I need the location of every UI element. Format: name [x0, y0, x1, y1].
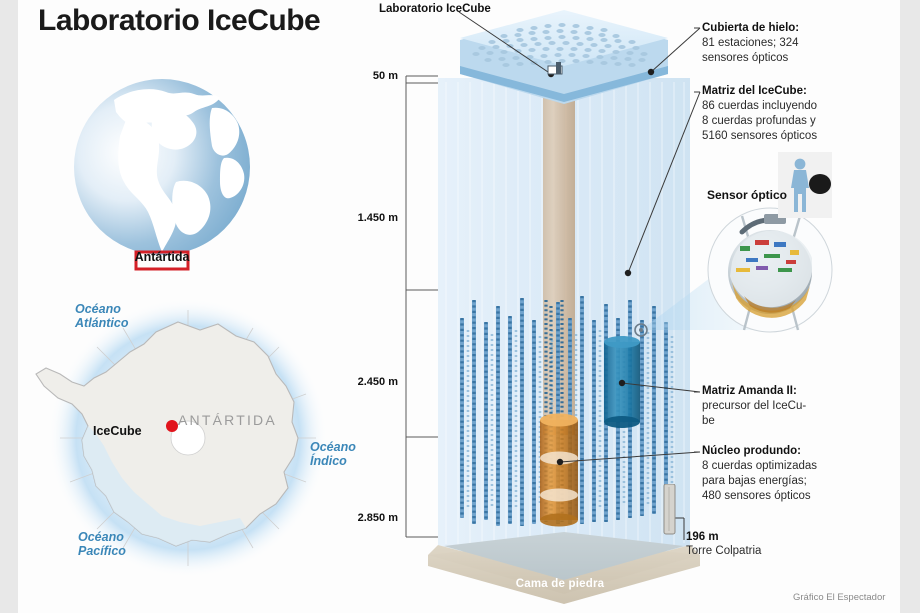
- depth-scale: [405, 75, 438, 538]
- annotation-icecube-array: Matriz del IceCube: 86 cuerdas incluyend…: [702, 84, 842, 144]
- amanda-cylinder: [604, 336, 640, 428]
- globe-illustration: [62, 62, 262, 277]
- page-title: Laboratorio IceCube: [38, 4, 321, 37]
- annotation-body: 86 cuerdas incluyendo 8 cuerdas profunda…: [702, 100, 818, 142]
- depth-tick-label-0: 50 m: [372, 70, 398, 82]
- bedrock: [428, 532, 700, 604]
- antarctica-highlight-box: [134, 250, 190, 271]
- sensor-detail-label: Sensor óptico: [707, 188, 788, 202]
- map-site-label: IceCube: [93, 424, 142, 438]
- optical-sensor-detail: [707, 207, 833, 333]
- scale-marker-value: 196 m: [686, 531, 719, 543]
- annotation-body: 8 cuerdas optimizadas para bajas energía…: [702, 460, 818, 502]
- ice-cap: [460, 10, 668, 104]
- annotation-heading: Matriz Amanda II:: [702, 385, 797, 397]
- annotation-deep-core: Núcleo produndo: 8 cuerdas optimizadas p…: [702, 444, 842, 504]
- depth-tick-label-1: 1.450 m: [357, 212, 398, 224]
- annotation-heading: Matriz del IceCube:: [702, 85, 807, 97]
- credit-text: Gráfico El Espectador: [793, 592, 886, 603]
- annotation-ice-cap: Cubierta de hielo: 81 estaciones; 324 se…: [702, 21, 842, 66]
- annotation-body: 81 estaciones; 324 sensores ópticos: [702, 37, 799, 65]
- globe-caption: Antártida: [134, 250, 190, 264]
- colpatria-tower-icon: [663, 484, 676, 535]
- annotation-body: precursor del IceCu- be: [702, 400, 807, 428]
- human-scale-box: [778, 152, 832, 218]
- icecube-site-dot: [166, 420, 178, 432]
- deep-core-cylinder: [540, 413, 578, 527]
- ice-cap-station-dots: [472, 23, 648, 67]
- lab-building-icon: [547, 62, 563, 75]
- depth-tick-label-3: 2.850 m: [357, 512, 398, 524]
- bedrock-label: Cama de piedra: [515, 578, 605, 590]
- scale-marker-name: Torre Colpatria: [686, 545, 762, 557]
- annotation-heading: Núcleo produndo:: [702, 445, 802, 457]
- annotation-heading: Cubierta de hielo:: [702, 22, 800, 34]
- annotation-amanda: Matriz Amanda II: precursor del IceCu- b…: [702, 384, 842, 429]
- depth-tick-label-2: 2.450 m: [357, 376, 398, 388]
- map-continent-label: ANTÁRTIDA: [178, 412, 277, 428]
- diagram-top-label: Laboratorio IceCube: [379, 3, 491, 15]
- antarctica-map: [10, 290, 360, 600]
